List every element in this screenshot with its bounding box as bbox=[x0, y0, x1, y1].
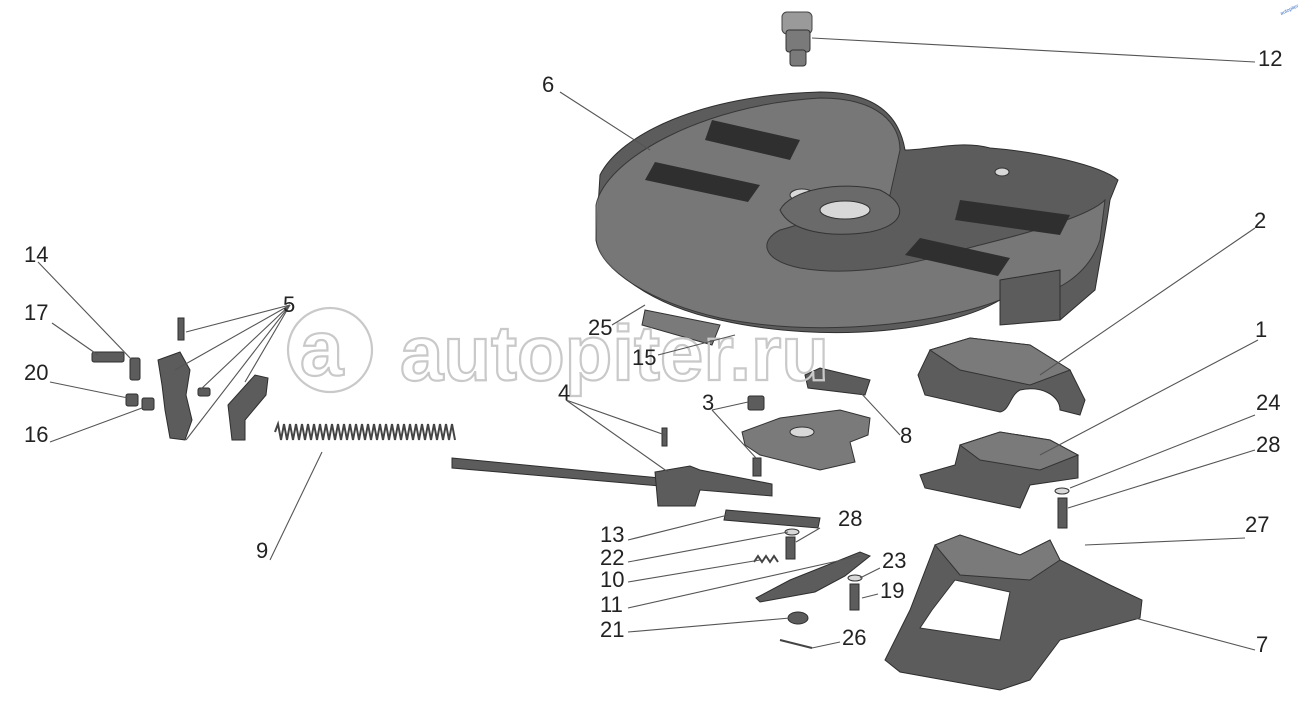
part-3-cam bbox=[741, 395, 871, 477]
part-8-wedge bbox=[804, 367, 871, 396]
callout-5: 5 bbox=[283, 292, 295, 317]
svg-text:a: a bbox=[300, 304, 344, 392]
part-5-latch-group bbox=[157, 317, 269, 441]
callout-17: 17 bbox=[24, 300, 48, 325]
watermark: a autopiter.ru bbox=[286, 303, 830, 398]
part-13-plate bbox=[723, 509, 821, 529]
callout-3: 3 bbox=[702, 390, 714, 415]
part-24-washer bbox=[1054, 487, 1070, 495]
part-9-spring bbox=[274, 420, 456, 441]
callout-7: 7 bbox=[1256, 632, 1268, 657]
part-11-lever bbox=[755, 551, 871, 603]
part-21-nut bbox=[787, 611, 809, 625]
part-22-washer bbox=[784, 528, 800, 536]
part-6-plate bbox=[595, 91, 1119, 334]
callout-21: 21 bbox=[600, 617, 624, 642]
callout-19: 19 bbox=[880, 578, 904, 603]
callout-24: 24 bbox=[1256, 390, 1280, 415]
callout-11: 11 bbox=[600, 592, 623, 617]
part-2-bracket bbox=[917, 337, 1086, 416]
part-4-rod bbox=[451, 427, 773, 507]
callout-23: 23 bbox=[882, 548, 906, 573]
leader-lines bbox=[37, 37, 1259, 651]
part-26-cotter-pin bbox=[779, 639, 813, 649]
callout-28-left: 28 bbox=[838, 506, 862, 531]
part-20-16-nuts bbox=[125, 393, 155, 411]
part-12-pin bbox=[781, 11, 813, 67]
part-28-bolt-left bbox=[785, 536, 796, 560]
part-23-washer bbox=[847, 574, 863, 582]
callout-28-right: 28 bbox=[1256, 432, 1280, 457]
callout-25: 25 bbox=[588, 315, 612, 340]
svg-text:autopiter.ru: autopiter.ru bbox=[400, 309, 829, 397]
part-15-pad bbox=[641, 309, 721, 346]
callouts: 12 6 2 14 5 17 25 1 15 20 4 3 24 16 8 28… bbox=[24, 46, 1282, 657]
callout-1: 1 bbox=[1255, 317, 1267, 342]
callout-14: 14 bbox=[24, 242, 48, 267]
callout-22: 22 bbox=[600, 545, 624, 570]
callout-13: 13 bbox=[600, 522, 624, 547]
callout-16: 16 bbox=[24, 422, 48, 447]
part-1-bracket bbox=[919, 431, 1080, 509]
part-10-spring bbox=[753, 554, 779, 564]
callout-6: 6 bbox=[542, 72, 554, 97]
callout-4: 4 bbox=[558, 380, 570, 405]
callout-27: 27 bbox=[1245, 512, 1269, 537]
corner-mark: autopiter bbox=[1279, 3, 1299, 17]
part-14-bolt bbox=[129, 357, 141, 381]
callout-12: 12 bbox=[1258, 46, 1282, 71]
callout-10: 10 bbox=[600, 567, 624, 592]
callout-26: 26 bbox=[842, 625, 866, 650]
part-17-bolt bbox=[91, 351, 125, 363]
part-7-base-frame bbox=[884, 534, 1143, 691]
callout-2: 2 bbox=[1254, 208, 1266, 233]
callout-15: 15 bbox=[632, 345, 656, 370]
callout-8: 8 bbox=[900, 423, 912, 448]
callout-20: 20 bbox=[24, 360, 48, 385]
callout-9: 9 bbox=[256, 538, 268, 563]
part-19-bolt bbox=[849, 583, 860, 611]
part-28-bolt-right bbox=[1057, 497, 1068, 529]
